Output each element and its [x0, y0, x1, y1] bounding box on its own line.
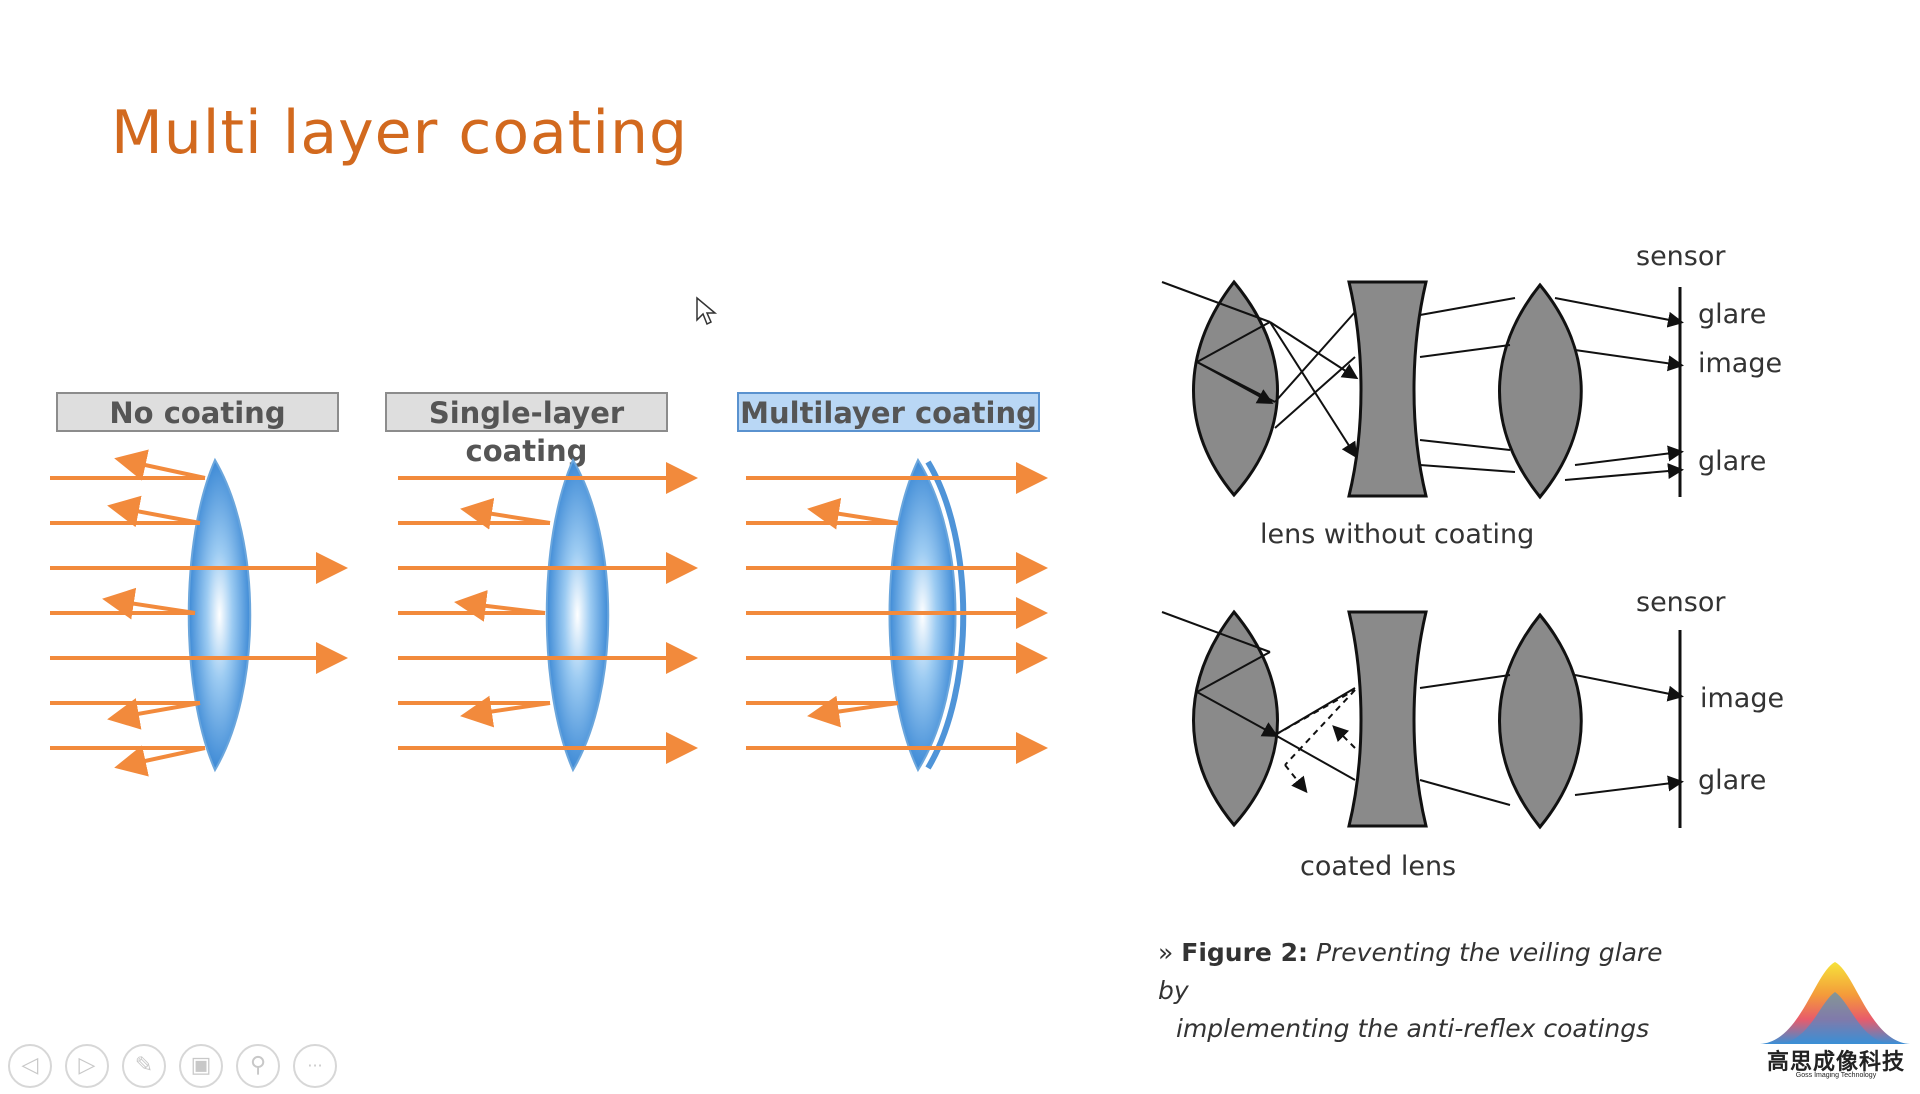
caption-line2: implementing the anti-reflex coatings: [1176, 1014, 1650, 1043]
single-layer-panel: [398, 457, 698, 773]
logo-subtext: Goss Imaging Technology: [1795, 1072, 1877, 1079]
coated-lens-caption: coated lens: [1300, 851, 1456, 882]
caption-lead: Figure 2:: [1181, 938, 1308, 967]
more-icon[interactable]: ···: [293, 1044, 337, 1088]
image-label-bottom: image: [1700, 683, 1784, 714]
coated-lens-diagram: [1161, 609, 1684, 830]
glare-label-bottom: glare: [1698, 765, 1766, 796]
next-icon[interactable]: ▷: [65, 1044, 109, 1088]
caption-line1: Preventing the veiling glare by: [1158, 938, 1663, 1005]
sensor-label-top: sensor: [1636, 241, 1726, 272]
sensor-label-bottom: sensor: [1636, 587, 1726, 618]
lens-without-coating-caption: lens without coating: [1260, 519, 1534, 550]
lens-single-layer: [545, 457, 610, 773]
glare-label-top-2: glare: [1698, 446, 1766, 477]
slide-title: Multi layer coating: [111, 98, 689, 168]
lens-no-coating: [187, 457, 252, 773]
no-coating-panel: [50, 449, 348, 777]
mouse-cursor-icon: [696, 296, 718, 326]
logo-text: 高思成像科技: [1766, 1050, 1905, 1075]
lens-without-coating-diagram: [1161, 279, 1684, 500]
no-coating-label: No coating: [56, 392, 339, 432]
pen-icon[interactable]: ✎: [122, 1044, 166, 1088]
caption-bullet: »: [1158, 938, 1174, 967]
multilayer-coating-label: Multilayer coating: [737, 392, 1040, 432]
glare-label-top: glare: [1698, 299, 1766, 330]
previous-icon[interactable]: ◁: [8, 1044, 52, 1088]
multilayer-panel: [746, 457, 1048, 773]
slides-icon[interactable]: ▣: [179, 1044, 223, 1088]
company-logo: [1760, 962, 1910, 1044]
figure-caption: » Figure 2: Preventing the veiling glare…: [1158, 934, 1678, 1048]
zoom-icon[interactable]: ⚲: [236, 1044, 280, 1088]
image-label-top: image: [1698, 348, 1782, 379]
single-layer-coating-label: Single-layer coating: [385, 392, 668, 468]
